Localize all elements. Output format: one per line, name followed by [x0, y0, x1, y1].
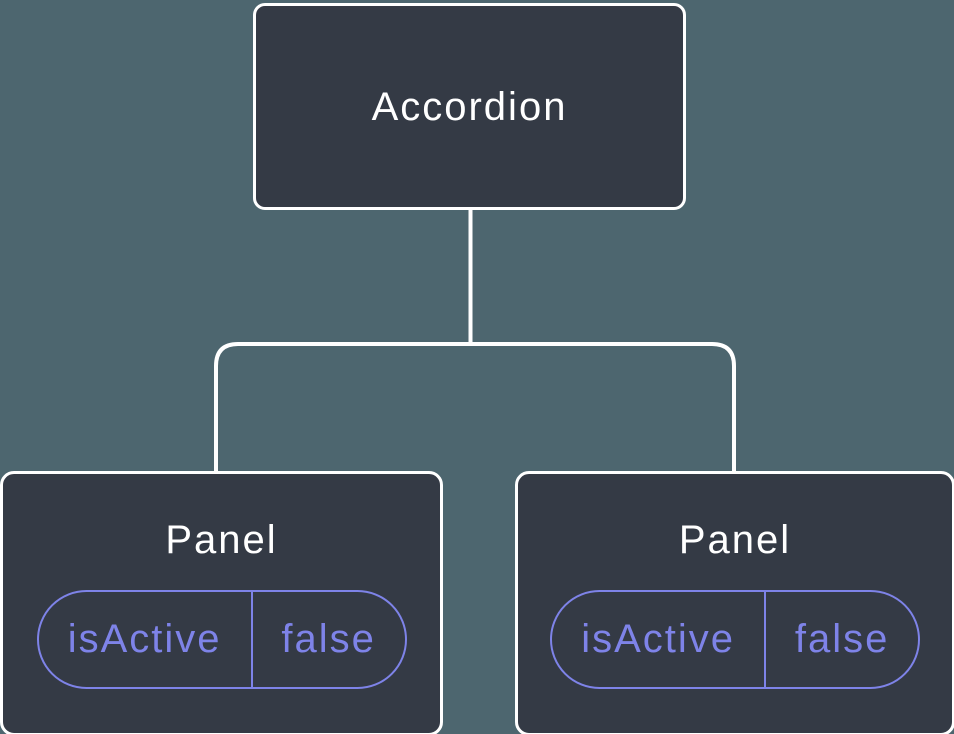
state-pill: isActive false: [36, 590, 407, 689]
component-label: Panel: [165, 518, 278, 562]
state-variable-name: isActive: [581, 617, 736, 661]
component-node-panel-left: Panel isActive false: [0, 471, 443, 734]
state-pill: isActive false: [550, 590, 920, 689]
state-variable-name: isActive: [67, 617, 222, 661]
component-node-accordion: Accordion: [253, 3, 686, 210]
state-variable-value: false: [794, 617, 890, 661]
component-node-panel-right: Panel isActive false: [515, 471, 954, 734]
state-pill-divider: [764, 592, 767, 687]
state-pill-divider: [250, 592, 253, 687]
component-label: Panel: [678, 518, 792, 562]
component-label: Accordion: [371, 84, 568, 129]
state-variable-value: false: [281, 617, 376, 661]
